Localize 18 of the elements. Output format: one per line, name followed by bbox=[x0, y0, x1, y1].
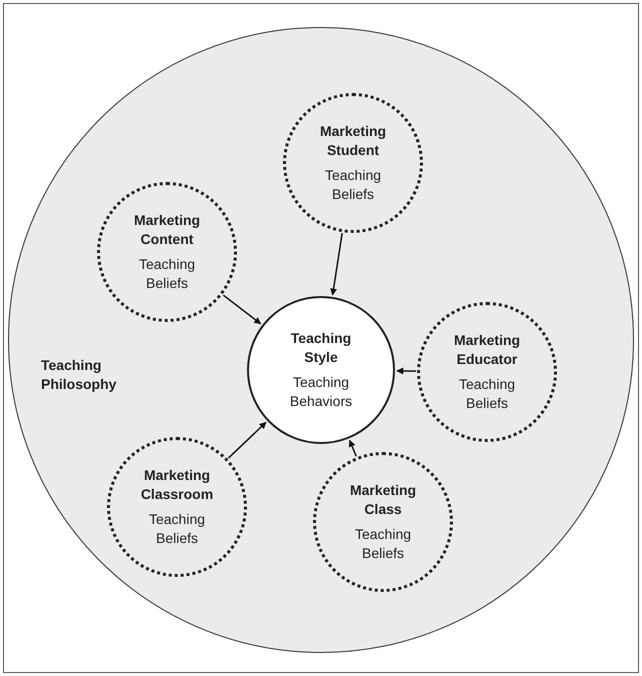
arrow bbox=[348, 440, 357, 457]
node-heading: Marketing Classroom bbox=[140, 466, 214, 504]
arrow bbox=[228, 422, 266, 459]
node-text: Teaching Beliefs bbox=[138, 255, 196, 293]
node-text: Teaching Beliefs bbox=[324, 166, 382, 204]
arrow bbox=[330, 233, 343, 296]
arrow bbox=[396, 368, 416, 374]
node-text: Teaching Beliefs bbox=[148, 510, 206, 548]
node-text: Teaching Behaviors bbox=[288, 373, 354, 411]
circle-label: Teaching Philosophy bbox=[41, 356, 118, 394]
node-heading: Marketing Content bbox=[132, 211, 202, 249]
node-text: Teaching Beliefs bbox=[354, 525, 412, 563]
node-heading: Marketing Student bbox=[318, 122, 388, 160]
node-text: Teaching Beliefs bbox=[458, 375, 516, 413]
node-heading: Marketing Class bbox=[348, 481, 418, 519]
arrow bbox=[222, 294, 262, 324]
node-heading: Teaching Style bbox=[290, 329, 352, 367]
node-heading: Marketing Educator bbox=[452, 331, 522, 369]
